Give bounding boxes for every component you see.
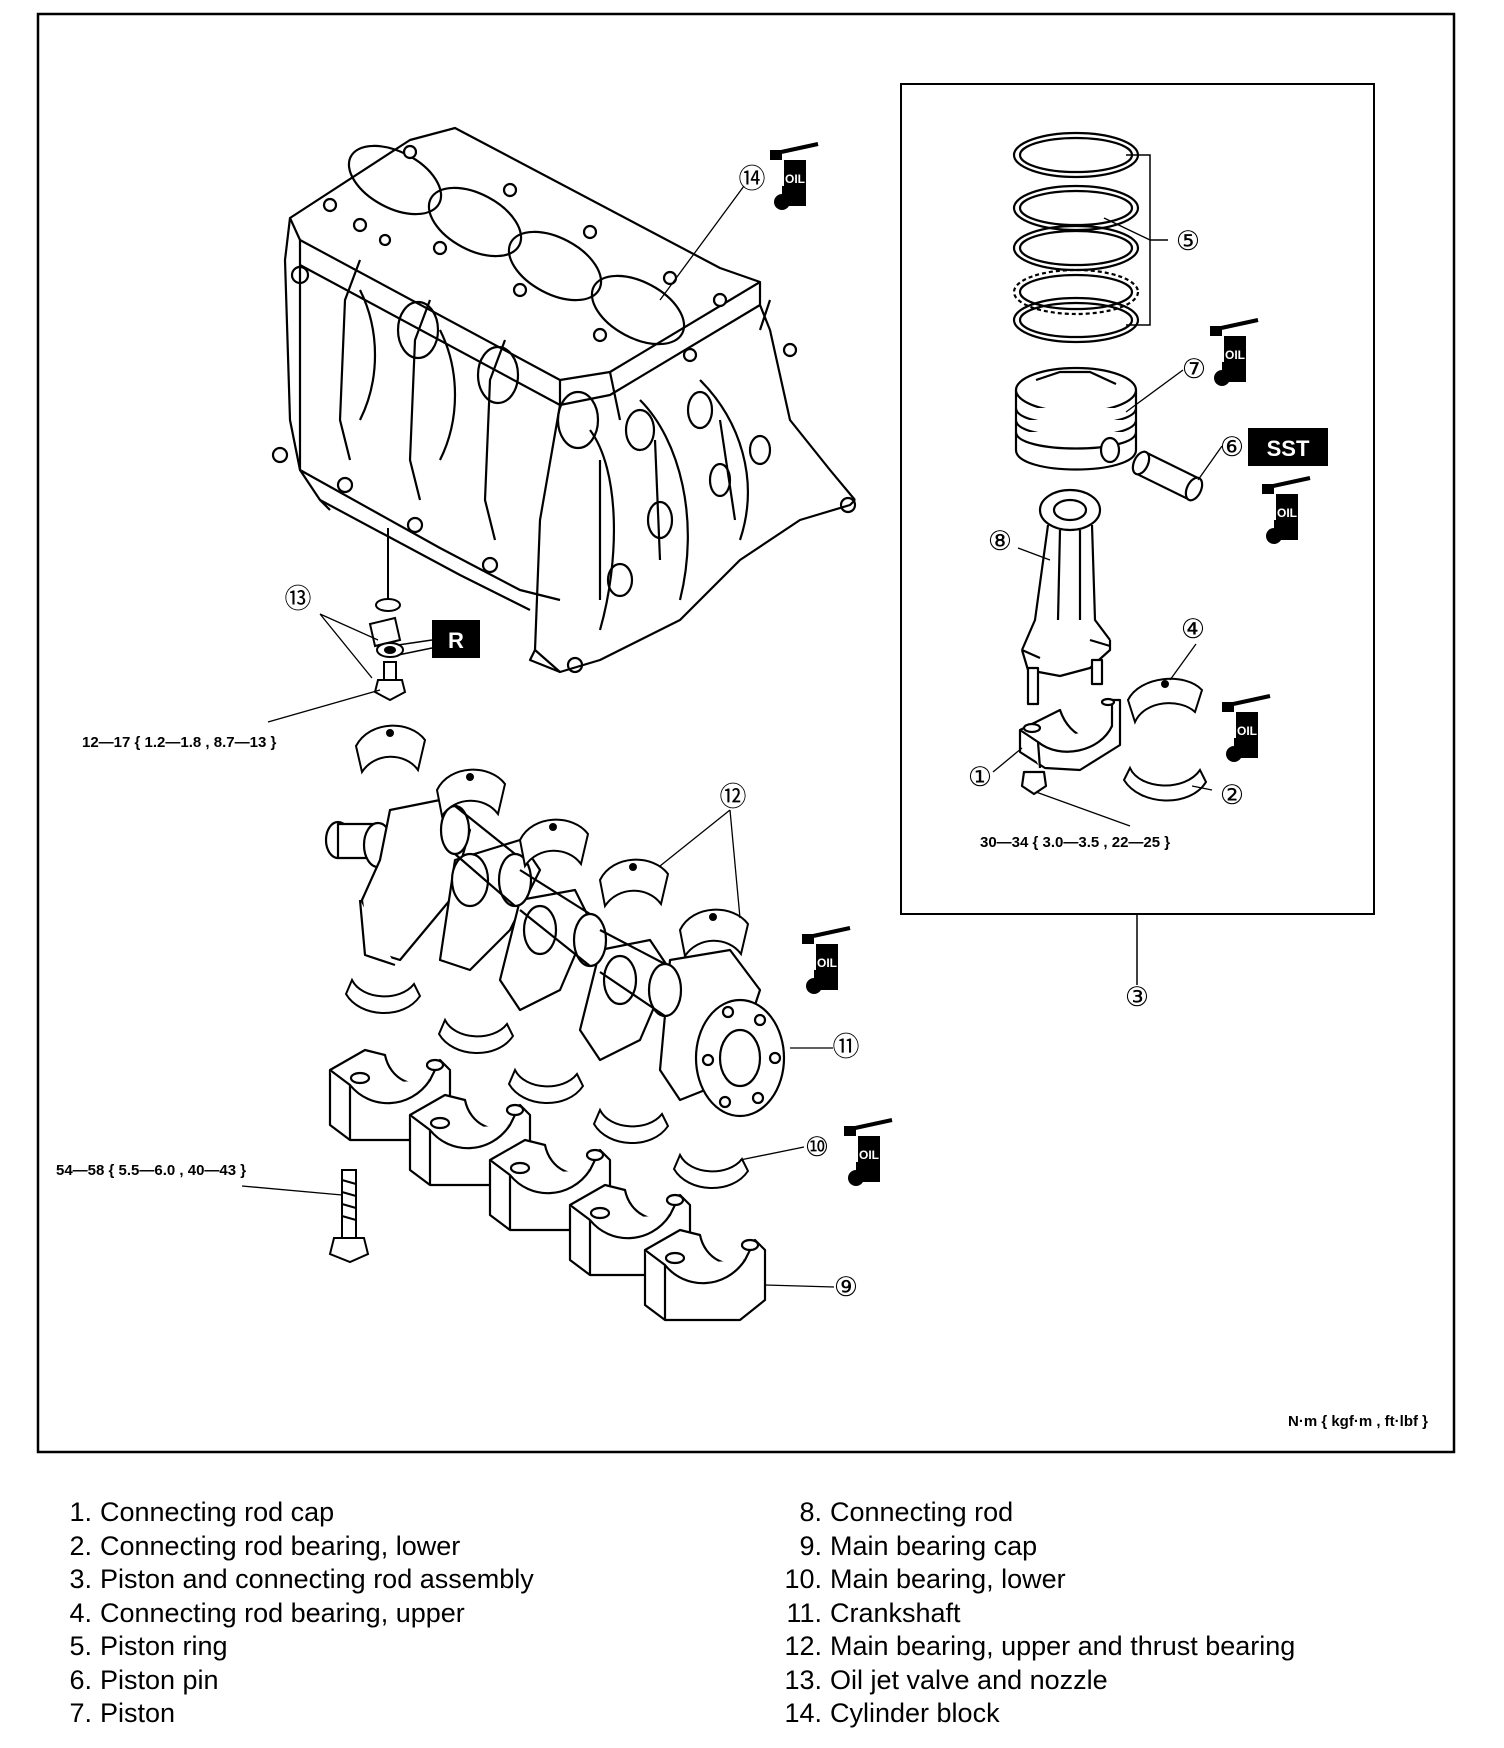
main-bearing-caps xyxy=(328,1048,767,1322)
callout-10: ⑩ xyxy=(805,1132,829,1162)
torque-units: N·m { kgf·m , ft·lbf } xyxy=(1288,1413,1428,1430)
callout-6: ⑥ xyxy=(1220,432,1244,462)
cylinder-block xyxy=(271,126,857,674)
legend-item: 10.Main bearing, lower xyxy=(784,1564,1066,1594)
connecting-rod-bearing-lower xyxy=(1122,765,1208,802)
callout-5: ⑤ xyxy=(1176,226,1200,256)
svg-text:R: R xyxy=(448,628,464,653)
legend-item: 11.Crankshaft xyxy=(786,1597,961,1628)
callout-11: ⑪ xyxy=(833,1032,860,1062)
legend-item: 12.Main bearing, upper and thrust bearin… xyxy=(784,1631,1296,1661)
legend-item: 13.Oil jet valve and nozzle xyxy=(784,1664,1108,1695)
torque-rod-nut: 30—34 { 3.0—3.5 , 22—25 } xyxy=(980,834,1170,851)
legend-item: 2.Connecting rod bearing, lower xyxy=(69,1530,461,1561)
legend-item: 5.Piston ring xyxy=(69,1631,228,1661)
connecting-rod-cap xyxy=(1018,697,1122,796)
oil-badge-main-bearing-lower: OIL xyxy=(842,1118,894,1188)
oil-badge-piston-pin: OIL xyxy=(1260,476,1312,546)
svg-text:OIL: OIL xyxy=(1225,348,1245,362)
legend-item: 8.Connecting rod xyxy=(799,1497,1014,1527)
diagram-frame xyxy=(36,12,1456,1454)
oil-jet-valve-and-nozzle xyxy=(368,528,407,702)
oil-badge-rod-bearing: OIL xyxy=(1220,694,1272,764)
torque-oil-jet-bolt: 12—17 { 1.2—1.8 , 8.7—13 } xyxy=(82,734,276,751)
legend-item: 4.Connecting rod bearing, upper xyxy=(69,1597,465,1628)
legend-item: 6.Piston pin xyxy=(69,1664,219,1695)
main-bearing-upper xyxy=(354,724,750,959)
legend-item: 14.Cylinder block xyxy=(784,1698,1000,1728)
svg-text:OIL: OIL xyxy=(1277,506,1297,520)
replace-badge: R xyxy=(432,620,480,658)
oil-badge-piston: OIL xyxy=(1208,318,1260,388)
callout-8: ⑧ xyxy=(988,526,1012,556)
leader-lines xyxy=(241,185,1223,1288)
callout-13: ⑬ xyxy=(285,584,312,614)
svg-text:SST: SST xyxy=(1267,436,1310,461)
torque-main-bolt: 54—58 { 5.5—6.0 , 40—43 } xyxy=(56,1162,246,1179)
callout-7: ⑦ xyxy=(1182,354,1206,384)
legend-right: 8.Connecting rod 9.Main bearing cap 10.M… xyxy=(766,1496,1295,1731)
legend-item: 3.Piston and connecting rod assembly xyxy=(69,1564,534,1594)
oil-badge-main-bearing-upper: OIL xyxy=(800,926,852,996)
callout-12: ⑫ xyxy=(720,782,747,812)
legend-left: 1.Connecting rod cap 2.Connecting rod be… xyxy=(48,1496,534,1731)
legend-item: 9.Main bearing cap xyxy=(799,1530,1038,1561)
sst-badge: SST xyxy=(1248,428,1328,466)
main-bearing-cap-bolt xyxy=(328,1169,370,1264)
piston-rings xyxy=(1012,131,1140,344)
svg-text:OIL: OIL xyxy=(785,172,805,186)
callout-14: ⑭ xyxy=(739,164,766,194)
piston-pin xyxy=(1131,450,1204,502)
main-bearing-lower xyxy=(344,977,750,1189)
callout-1: ① xyxy=(968,762,992,792)
callout-9: ⑨ xyxy=(834,1272,858,1302)
callout-4: ④ xyxy=(1181,614,1205,644)
legend-item: 1.Connecting rod cap xyxy=(69,1497,335,1527)
svg-text:OIL: OIL xyxy=(1237,724,1257,738)
connecting-rod xyxy=(1020,488,1112,706)
svg-text:OIL: OIL xyxy=(859,1148,879,1162)
svg-text:OIL: OIL xyxy=(817,956,837,970)
legend-item: 7.Piston xyxy=(69,1698,176,1728)
callout-2: ② xyxy=(1220,780,1244,810)
callout-3: ③ xyxy=(1125,982,1149,1012)
oil-badge-cylinder-block: OIL xyxy=(768,142,820,212)
piston xyxy=(1014,366,1138,471)
crankshaft xyxy=(324,798,786,1118)
connecting-rod-bearing-upper xyxy=(1126,677,1204,725)
